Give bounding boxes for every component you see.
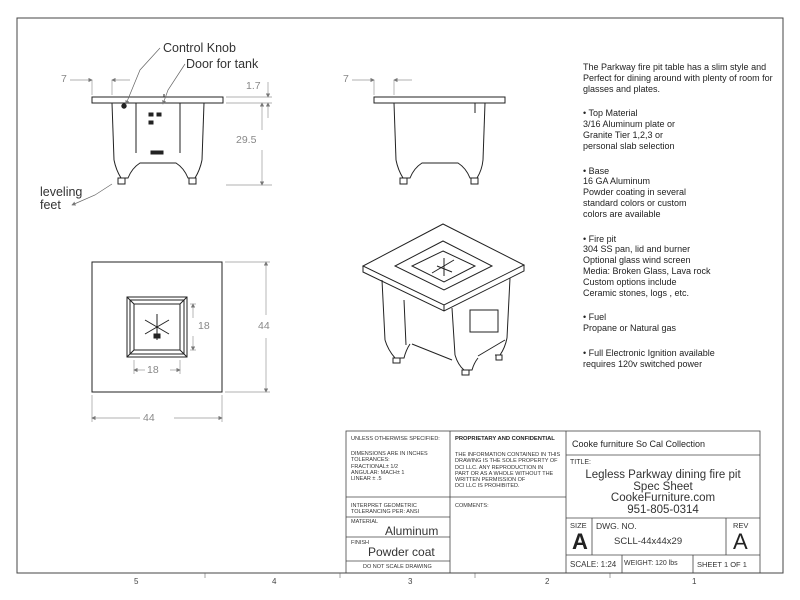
dwg-no-label: DWG. NO.	[596, 521, 637, 531]
spec-top-material: • Top Material 3/16 Aluminum plate or Gr…	[583, 108, 783, 151]
note-line: DCI LLC. ANY REPRODUCTION IN	[455, 464, 544, 471]
spec-line: Granite Tier 1,2,3 or	[583, 129, 664, 140]
product-description: The Parkway fire pit table has a slim st…	[583, 62, 783, 384]
spec-line: • Full Electronic Ignition available	[583, 347, 715, 358]
dim-plan-depth: 44	[258, 320, 270, 332]
proprietary-text: THE INFORMATION CONTAINED IN THIS DRAWIN…	[455, 452, 560, 490]
dim-front-overhang: 7	[61, 73, 67, 85]
dimensions-note: DIMENSIONS ARE IN INCHES TOLERANCES: FRA…	[351, 451, 428, 482]
spec-line: • Fuel	[583, 312, 607, 323]
dim-side-overhang: 7	[343, 73, 349, 85]
dim-burner-depth: 18	[198, 320, 210, 332]
title-line: Legless Parkway dining fire pit	[585, 469, 741, 481]
note-line: LINEAR ± .5	[351, 476, 382, 483]
size-value: A	[572, 529, 588, 554]
note-line: WRITTEN PERMISSION OF	[455, 477, 526, 484]
note-line: DIMENSIONS ARE IN INCHES	[351, 451, 428, 457]
dwg-no-value: SCLL-44x44x29	[614, 536, 683, 547]
sheet-value: SHEET 1 OF 1	[697, 560, 747, 569]
spec-line: colors are available	[583, 208, 661, 219]
note-line: PART OR AS A WHOLE WITHOUT THE	[455, 470, 554, 477]
title-line: Spec Sheet	[633, 480, 693, 493]
front-view	[91, 94, 224, 185]
spec-line: Powder coating in several	[583, 187, 687, 198]
proprietary-heading: PROPRIETARY AND CONFIDENTIAL	[455, 436, 555, 442]
spec-line: Propane or Natural gas	[583, 323, 677, 334]
comments-label: COMMENTS:	[455, 503, 489, 509]
note-line: DCI LLC IS PROHIBITED.	[455, 483, 520, 490]
interpret-tolerancing: INTERPRET GEOMETRIC TOLERANCING PER: ANS…	[351, 503, 419, 516]
border-column-4: 4	[272, 577, 277, 586]
rev-label: REV	[733, 521, 749, 530]
spec-line: personal slab selection	[583, 140, 675, 151]
dim-top-thickness: 1.7	[246, 80, 261, 92]
rev-value: A	[733, 529, 748, 554]
spec-line: 16 GA Aluminum	[583, 176, 651, 187]
door-for-tank-label: Door for tank	[186, 57, 259, 71]
spec-fire-pit: • Fire pit 304 SS pan, lid and burner Op…	[583, 234, 783, 299]
weight-value: WEIGHT: 120 lbs	[624, 560, 678, 567]
drawing-title: Legless Parkway dining fire pit Spec She…	[570, 469, 756, 516]
control-knob-label: Control Knob	[163, 41, 236, 55]
note-line: ANGULAR: MACH± 1	[351, 469, 405, 476]
company-name: Cooke furniture So Cal Collection	[572, 439, 706, 449]
spec-line: requires 120v switched power	[583, 358, 703, 369]
scale-value: SCALE: 1:24	[570, 560, 617, 569]
spec-line: • Base	[583, 165, 610, 176]
note-line: DRAWING IS THE SOLE PROPERTY OF	[455, 458, 558, 465]
note-line: INTERPRET GEOMETRIC	[351, 503, 417, 509]
note-line: TOLERANCES:	[351, 457, 390, 464]
note-line: FRACTIONAL± 1/2	[351, 463, 399, 470]
leveling-feet-label-line1: leveling	[40, 185, 83, 199]
spec-line: Media: Broken Glass, Lava rock	[583, 265, 711, 276]
border-column-5: 5	[134, 577, 139, 586]
note-line: THE INFORMATION CONTAINED IN THIS	[455, 452, 561, 458]
spec-line: Optional glass wind screen	[583, 255, 691, 266]
title-line: 951-805-0314	[627, 503, 699, 516]
note-line: TOLERANCING PER: ANSI	[351, 509, 420, 516]
dim-height: 29.5	[236, 134, 257, 146]
spec-fuel: • Fuel Propane or Natural gas	[583, 312, 783, 334]
description-intro: The Parkway fire pit table has a slim st…	[583, 62, 773, 94]
spec-base: • Base 16 GA Aluminum Powder coating in …	[583, 166, 783, 220]
isometric-view	[361, 223, 526, 376]
spec-line: Custom options include	[583, 276, 677, 287]
finish-label: FINISH	[351, 540, 370, 546]
border-column-2: 2	[545, 577, 550, 586]
title-line: CookeFurniture.com	[610, 492, 716, 504]
spec-line: • Top Material	[583, 108, 638, 119]
spec-ignition: • Full Electronic Ignition available req…	[583, 348, 783, 370]
title-block-frame	[345, 430, 761, 574]
border-column-3: 3	[408, 577, 413, 586]
side-view	[373, 96, 506, 185]
dim-plan-width: 44	[143, 412, 155, 424]
unless-specified: UNLESS OTHERWISE SPECIFIED:	[351, 436, 440, 442]
dim-burner-width: 18	[147, 364, 159, 376]
leveling-feet-label-line2: feet	[40, 198, 61, 212]
spec-line: 304 SS pan, lid and burner	[583, 244, 691, 255]
spec-line: Ceramic stones, logs , etc.	[583, 287, 690, 298]
spec-line: • Fire pit	[583, 233, 617, 244]
spec-line: standard colors or custom	[583, 197, 687, 208]
border-column-1: 1	[692, 577, 697, 586]
finish-value: Powder coat	[368, 545, 435, 559]
material-label: MATERIAL	[351, 519, 379, 525]
title-label: TITLE:	[570, 459, 592, 466]
material-value: Aluminum	[385, 524, 439, 538]
size-label: SIZE	[570, 521, 587, 530]
plan-view	[91, 261, 223, 393]
spec-line: 3/16 Aluminum plate or	[583, 119, 676, 130]
do-not-scale: DO NOT SCALE DRAWING	[363, 564, 432, 570]
